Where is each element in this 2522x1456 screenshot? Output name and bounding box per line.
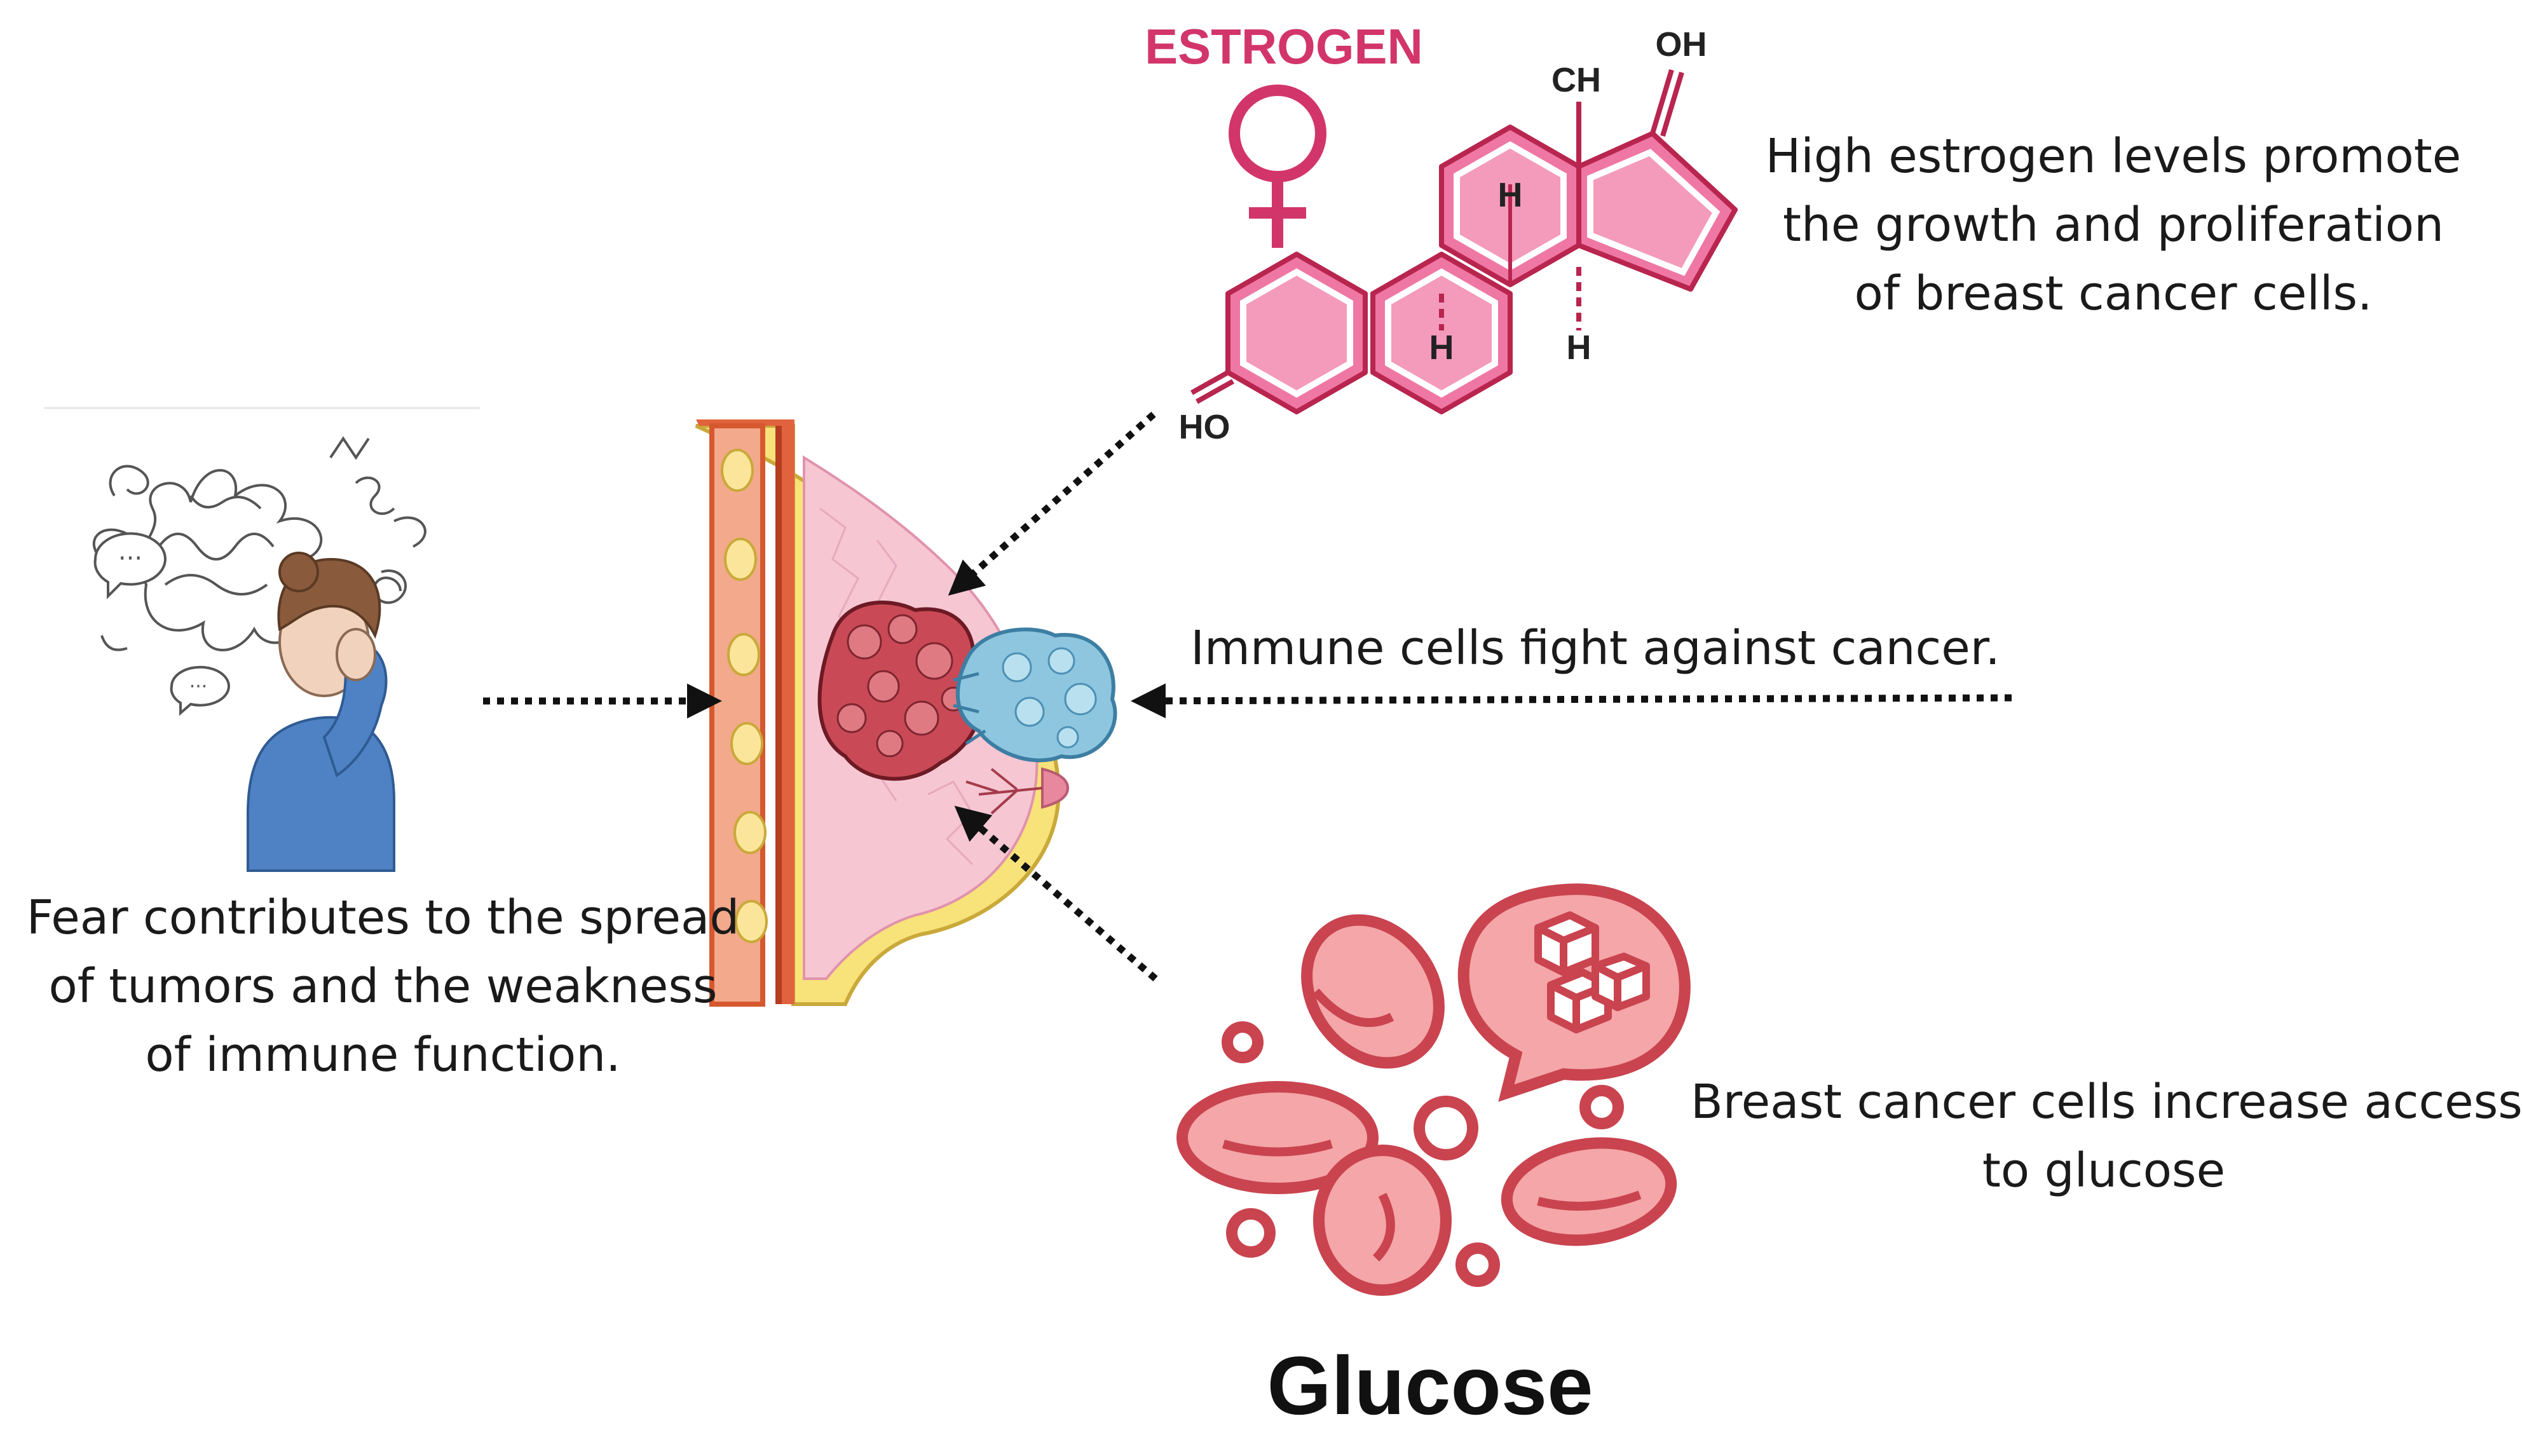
ho-label: HO <box>1179 408 1230 446</box>
platelet <box>1414 1096 1478 1160</box>
glucose-caption: Breast cancer cells increase access to g… <box>1691 1068 2522 1205</box>
rib-cross-sections <box>721 449 768 943</box>
molecule-bonds <box>1190 69 1684 404</box>
arrow-immune-to-tumor <box>1131 683 2012 719</box>
fear-caption-line: of tumors and the weakness <box>48 959 718 1014</box>
svg-text:···: ··· <box>189 676 208 698</box>
fear-caption-line: of immune function. <box>145 1028 621 1082</box>
red-blood-cell <box>1301 914 1445 1069</box>
woman-figure <box>247 552 395 872</box>
platelet <box>1222 1021 1264 1063</box>
h-label-right: H <box>1567 329 1592 367</box>
tangled-thoughts <box>92 436 426 651</box>
milk-ducts <box>965 768 1043 815</box>
platelet <box>1226 1208 1276 1258</box>
sugar-cubes-icon <box>1534 911 1650 1033</box>
female-symbol-icon <box>1229 85 1326 248</box>
estrogen-caption-line: High estrogen levels promote <box>1765 129 2462 184</box>
glucose-title: Glucose <box>1267 1339 1593 1432</box>
platelet <box>1455 1242 1500 1287</box>
estrogen-caption: High estrogen levels promote the growth … <box>1754 122 2472 328</box>
ch-label: CH <box>1551 61 1601 99</box>
estrogen-molecule: ESTROGEN <box>1145 18 1738 446</box>
nipple <box>1041 767 1070 809</box>
svg-text:···: ··· <box>118 544 142 573</box>
estrogen-title: ESTROGEN <box>1145 18 1423 74</box>
h-label-upper: H <box>1498 176 1523 214</box>
speech-bubble-icon <box>93 532 167 599</box>
breast-cross-section <box>695 419 1117 1007</box>
red-blood-cell <box>1313 1145 1452 1296</box>
dotted-arrows <box>483 411 2012 982</box>
immune-cell <box>953 627 1117 763</box>
anxious-woman-illustration: ··· ··· <box>44 407 480 872</box>
inner-ring-highlights <box>1240 141 1721 398</box>
glucose-blood-cells <box>1176 883 1691 1296</box>
glucose-caption-line: Breast cancer cells increase access <box>1691 1075 2522 1129</box>
estrogen-caption-line: the growth and proliferation <box>1783 198 2444 252</box>
red-blood-cell <box>1501 1137 1677 1246</box>
estrogen-caption-line: of breast cancer cells. <box>1854 266 2373 321</box>
chest-wall-muscle <box>696 419 794 1004</box>
speech-bubble-icon <box>170 665 230 716</box>
red-blood-cell <box>1176 1081 1379 1194</box>
arrow-estrogen-to-tumor <box>948 411 1156 596</box>
glucose-caption-line: to glucose <box>1982 1143 2226 1198</box>
immune-caption: Immune cells fight against cancer. <box>1190 621 2000 676</box>
oh-label: OH <box>1656 25 1707 64</box>
platelet <box>1579 1085 1624 1129</box>
fear-caption-line: Fear contributes to the spread <box>26 890 740 945</box>
fear-caption: Fear contributes to the spread of tumors… <box>13 883 753 1089</box>
arrow-glucose-to-tumor <box>954 805 1158 982</box>
h-label-left: H <box>1429 329 1454 367</box>
